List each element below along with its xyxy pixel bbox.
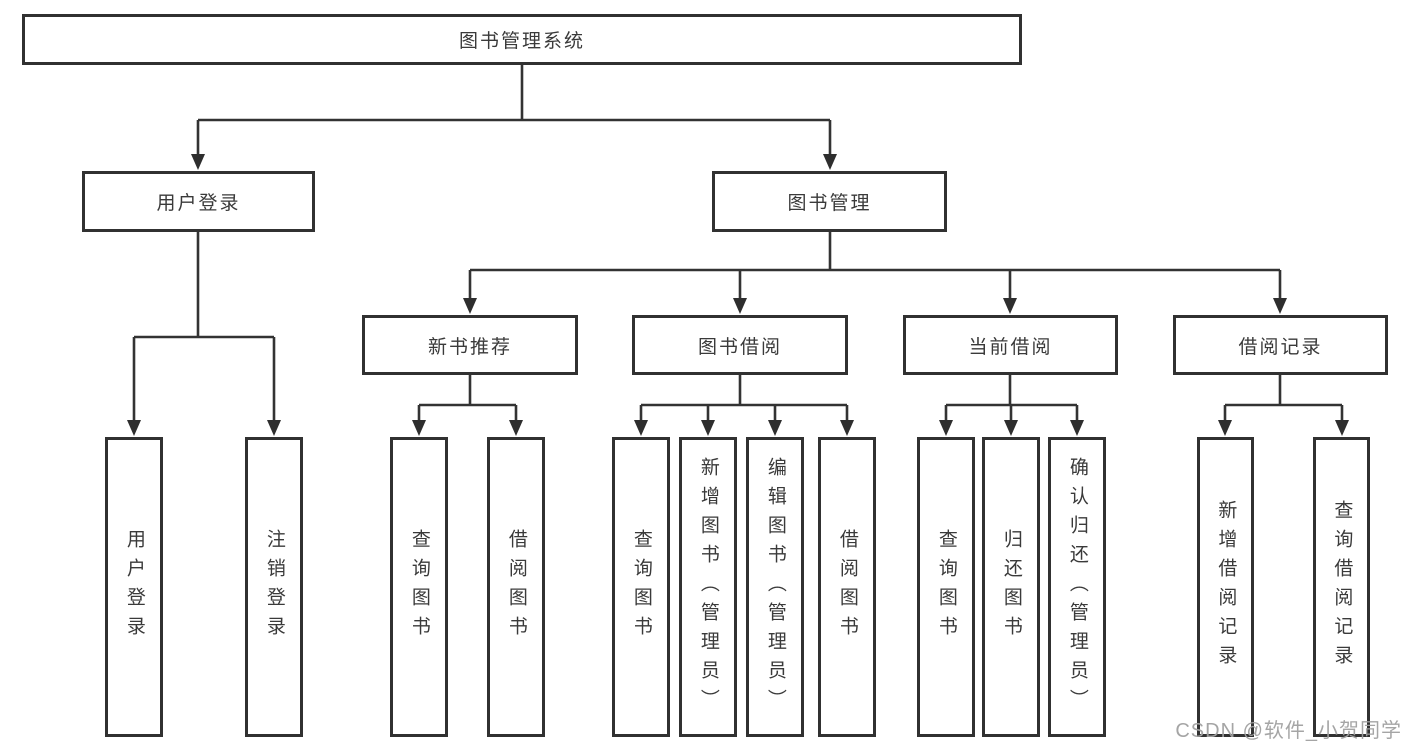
node-root: 图书管理系统 — [22, 14, 1022, 65]
leaf-return-book: 归还图书 — [982, 437, 1040, 737]
leaf-query-books-borrowing: 查询图书 — [612, 437, 670, 737]
leaf-query-books-recommend: 查询图书 — [390, 437, 448, 737]
leaf-edit-book-admin: 编辑图书（管理员） — [746, 437, 804, 737]
leaf-add-borrow-record: 新增借阅记录 — [1197, 437, 1254, 737]
node-new-book-recommendation: 新书推荐 — [362, 315, 578, 375]
node-borrowing-records: 借阅记录 — [1173, 315, 1388, 375]
leaf-add-book-admin: 新增图书（管理员） — [679, 437, 737, 737]
watermark-text: CSDN @软件_小贺同学 — [1175, 720, 1402, 742]
node-book-borrowing: 图书借阅 — [632, 315, 848, 375]
node-current-borrowing: 当前借阅 — [903, 315, 1118, 375]
leaf-borrow-books-recommend: 借阅图书 — [487, 437, 545, 737]
leaf-query-books-current: 查询图书 — [917, 437, 975, 737]
leaf-confirm-return-admin: 确认归还（管理员） — [1048, 437, 1106, 737]
leaf-borrow-books-borrowing: 借阅图书 — [818, 437, 876, 737]
leaf-user-login: 用户登录 — [105, 437, 163, 737]
leaf-logout: 注销登录 — [245, 437, 303, 737]
leaf-query-borrow-record: 查询借阅记录 — [1313, 437, 1370, 737]
node-book-management: 图书管理 — [712, 171, 947, 232]
node-user-login: 用户登录 — [82, 171, 315, 232]
